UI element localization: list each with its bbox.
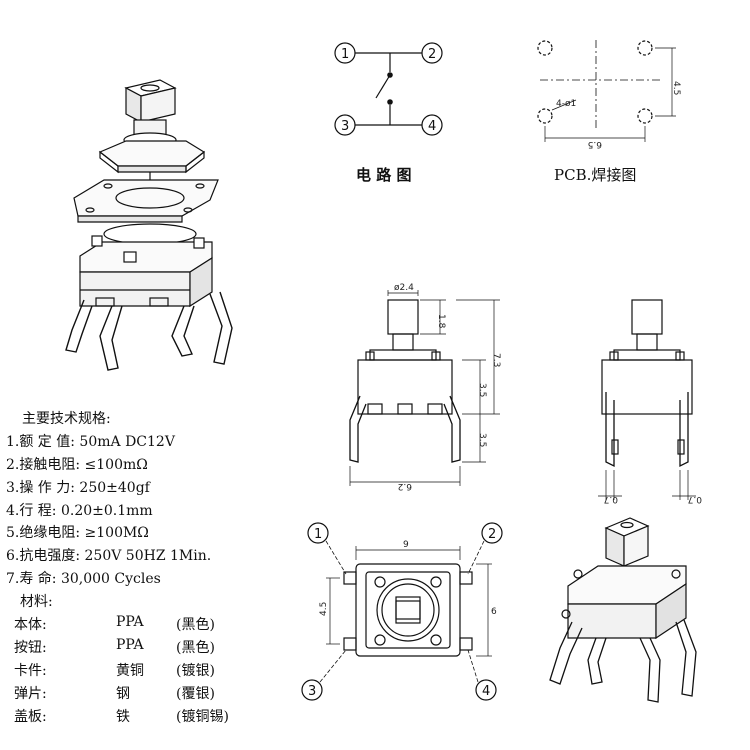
material-note-body: (黑色) (176, 617, 215, 633)
material-part-cover: 盖板: (14, 709, 47, 725)
material-part-clip: 卡件: (14, 663, 47, 679)
pcb-dim-v: 4.5 (671, 81, 681, 95)
material-value-cover: 铁 (116, 709, 130, 725)
circuit-caption: 电 路 图 (356, 166, 412, 184)
material-note-spring: (覆银) (176, 686, 215, 702)
material-value-body: PPA (116, 614, 144, 630)
pcb-dim-h: 6.5 (588, 139, 602, 149)
material-value-button: PPA (116, 637, 144, 653)
exploded-cover-plate (73, 179, 219, 223)
exploded-actuator (98, 132, 206, 182)
top-dim-width: 9 (403, 540, 409, 550)
top-dim-pitch: 4.5 (319, 602, 329, 616)
materials-title: 材料: (20, 594, 53, 610)
top-pin-1: 1 (314, 527, 322, 542)
top-pin-2: 2 (488, 527, 496, 542)
circuit-pin-2: 2 (428, 47, 436, 62)
pcb-caption: PCB.焊接图 (554, 166, 637, 184)
spec-item-life: 7.寿 命: 30,000 Cycles (6, 571, 161, 587)
spec-item-rating: 1.额 定 值: 50mA DC12V (6, 434, 175, 450)
front-dim-body: 3.5 (477, 383, 487, 397)
side-view (598, 299, 696, 500)
side-dim-right: 0.7 (688, 494, 702, 504)
circuit-diagram (334, 42, 443, 136)
material-value-clip: 黄铜 (116, 663, 144, 679)
front-dim-width: 6.2 (398, 481, 412, 491)
circuit-pin-3: 3 (341, 119, 349, 134)
exploded-view (65, 79, 233, 371)
top-pin-3: 3 (308, 684, 316, 699)
material-part-body: 本体: (14, 617, 47, 633)
spec-item-dielectric: 6.抗电强度: 250V 50HZ 1Min. (6, 548, 212, 564)
material-note-cover: (镀铜锡) (176, 709, 229, 725)
pcb-hole-label: 4-ø1 (556, 99, 576, 109)
spec-item-travel: 4.行 程: 0.20±0.1mm (6, 503, 153, 519)
front-dim-cap-dia: ø2.4 (394, 283, 414, 293)
side-dim-left: 0.7 (604, 494, 618, 504)
material-value-spring: 钢 (116, 686, 130, 702)
material-part-spring: 弹片: (14, 686, 47, 702)
circuit-pin-4: 4 (428, 119, 436, 134)
front-dim-cap-h: 1.8 (436, 314, 446, 329)
front-view (349, 290, 500, 486)
exploded-base (79, 235, 213, 308)
top-dim-height: 6 (491, 607, 497, 617)
exploded-cap (124, 79, 177, 137)
top-view (301, 522, 503, 701)
top-pin-4: 4 (482, 684, 490, 699)
material-note-button: (黑色) (176, 640, 215, 656)
spec-item-operating-force: 3.操 作 力: 250±40gf (6, 480, 150, 496)
iso-view (549, 517, 697, 703)
exploded-legs (65, 291, 233, 371)
front-dim-pins: 3.5 (477, 433, 487, 447)
spec-item-contact-resistance: 2.接触电阻: ≤100mΩ (6, 457, 148, 473)
pcb-layout (537, 40, 676, 142)
front-dim-total: 7.3 (491, 353, 501, 367)
material-note-clip: (镀银) (176, 663, 215, 679)
circuit-pin-1: 1 (341, 47, 349, 62)
spec-item-insulation: 5.绝缘电阻: ≥100MΩ (6, 525, 149, 541)
material-part-button: 按钮: (14, 640, 47, 656)
spec-title: 主要技术规格: (22, 411, 111, 427)
